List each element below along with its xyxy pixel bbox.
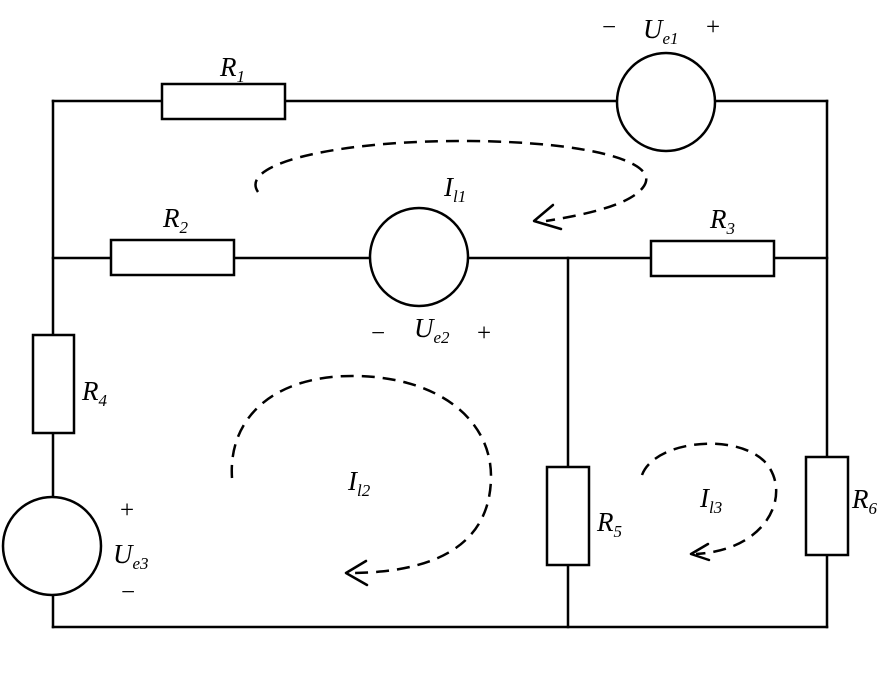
loop-il1-arrowhead [532, 203, 563, 231]
resistor-r5 [545, 465, 591, 567]
loop-il3-arrowhead [689, 542, 711, 562]
resistor-r1 [160, 82, 287, 121]
label-ue3: Ue3 [113, 539, 149, 573]
source-ue2 [368, 206, 470, 308]
loop-il3 [640, 442, 778, 562]
resistor-r4 [31, 333, 76, 435]
label-r1: R1 [219, 52, 245, 86]
resistor-r6 [804, 455, 850, 557]
label-ue1: Ue1 [643, 14, 679, 48]
source-ue3 [1, 495, 103, 597]
ue2-minus-sign: − [371, 320, 385, 347]
loop-il2-path [230, 374, 493, 575]
label-r3: R3 [709, 204, 735, 238]
loop-il1-path [254, 139, 648, 223]
loop-il2-arrowhead [344, 559, 369, 587]
loop-il1 [254, 139, 648, 231]
ue1-minus-sign: − [602, 14, 616, 41]
ue2-plus-sign: + [477, 320, 491, 347]
ue3-minus-sign: − [121, 579, 135, 606]
wires [51, 99, 829, 629]
label-il2: Il2 [347, 466, 371, 500]
loop-il2 [230, 374, 493, 587]
label-r5: R5 [596, 507, 622, 541]
label-r4: R4 [81, 376, 108, 410]
label-r2: R2 [162, 203, 189, 237]
source-ue1 [615, 51, 717, 153]
label-il3: Il3 [699, 483, 722, 517]
label-ue2: Ue2 [414, 313, 450, 347]
label-r6: R6 [851, 484, 878, 518]
resistor-r2 [109, 238, 236, 277]
ue3-plus-sign: + [120, 497, 134, 524]
resistor-r3 [649, 239, 776, 278]
ue1-plus-sign: + [706, 14, 720, 41]
label-il1: Il1 [443, 172, 466, 206]
